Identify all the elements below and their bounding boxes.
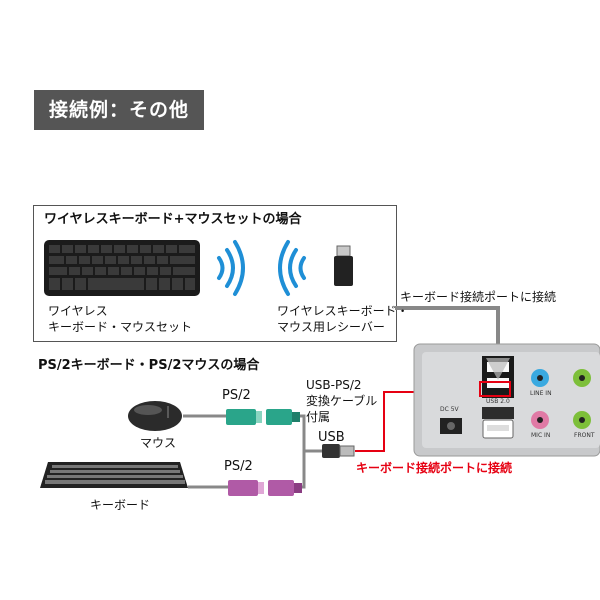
section-title: 接続例：その他 (34, 90, 204, 130)
device-panel (413, 343, 600, 457)
receiver-signal-icon (278, 240, 306, 296)
ps2-splitter-cable (300, 414, 306, 489)
mouse-label: マウス (140, 436, 177, 450)
front-text: FRONT (574, 432, 595, 439)
cable-label-line3: 付属 (306, 410, 331, 424)
receiver-label-line1: ワイヤレスキーボード・ (277, 304, 409, 318)
cable-label-line2: 変換ケーブル (306, 394, 378, 408)
line-in-text: LINE IN (530, 390, 552, 397)
usb-receiver-icon (334, 245, 353, 286)
ps2-keyboard-connector (228, 480, 302, 496)
ps2-keyboard-icon (40, 462, 188, 488)
receiver-label-line2: マウス用レシーバー (277, 320, 385, 334)
usb-plug-icon (322, 444, 355, 458)
cable-label-line1: USB-PS/2 (306, 378, 362, 392)
wireless-signal-icon (217, 240, 245, 296)
usb-port-text: USB 2.0 (486, 398, 510, 405)
mic-in-text: MIC IN (531, 432, 551, 439)
mouse-icon (128, 401, 182, 431)
ps2-section-title: PS/2キーボード・PS/2マウスの場合 (38, 358, 260, 373)
ps2-label-top: PS/2 (222, 388, 251, 403)
dc-text: DC 5V (440, 406, 459, 413)
wireless-keyboard-icon (44, 240, 200, 296)
wireless-box-title: ワイヤレスキーボード+マウスセットの場合 (44, 212, 302, 227)
ps2-mouse-connector (226, 409, 300, 425)
wireless-keyboard-label-line2: キーボード・マウスセット (48, 320, 193, 334)
wireless-keyboard-label-line1: ワイヤレス (48, 304, 108, 318)
ps2-label-bottom: PS/2 (224, 459, 253, 474)
wireless-port-label: キーボード接続ポートに接続 (400, 290, 557, 304)
usb-label: USB (318, 430, 345, 445)
keyboard-label: キーボード (90, 498, 151, 512)
usb-port-label: キーボード接続ポートに接続 (356, 461, 513, 475)
